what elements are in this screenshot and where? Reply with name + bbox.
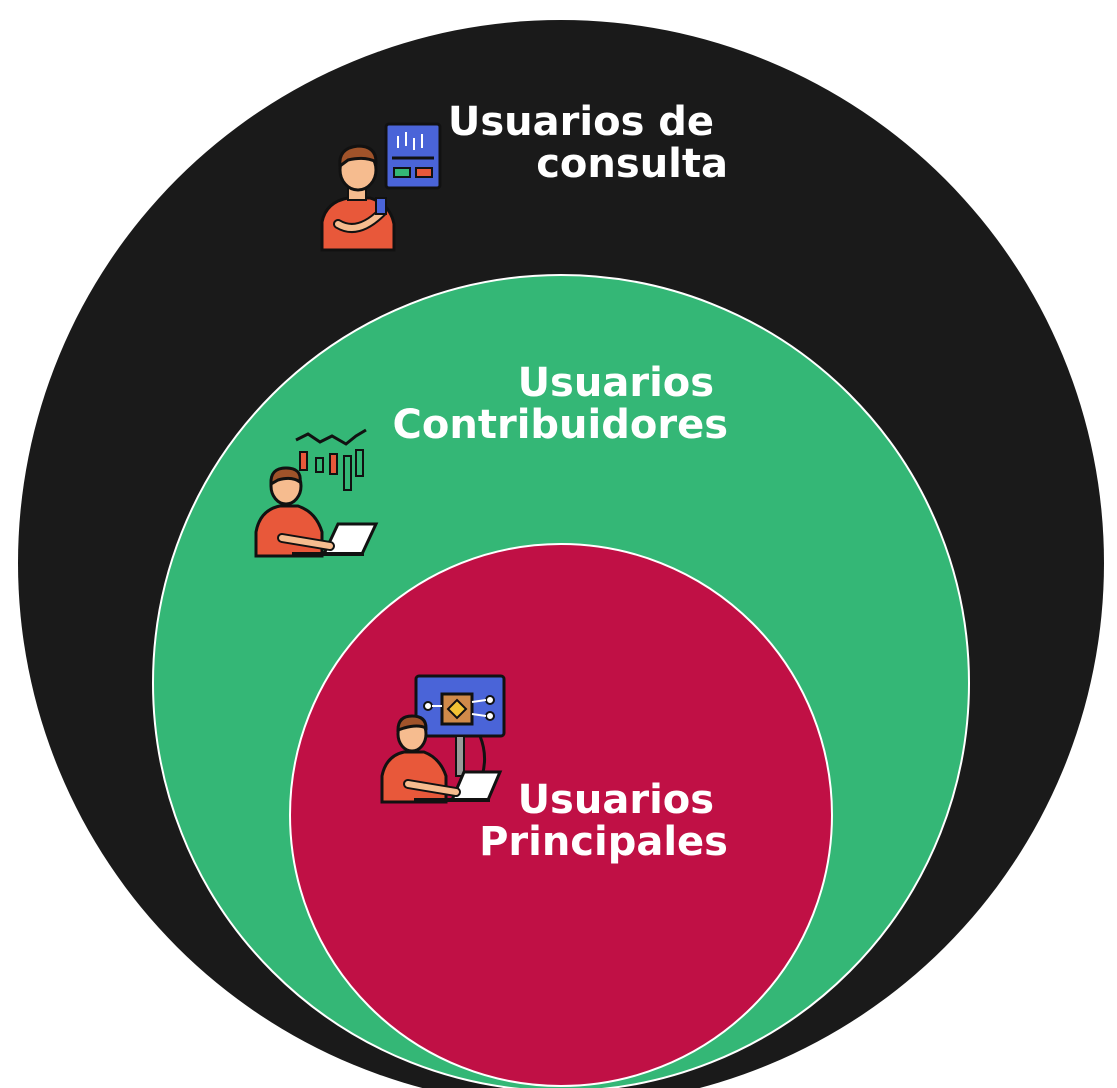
inner-label-line1: Usuarios: [518, 777, 714, 823]
outer-label-line2: consulta: [536, 141, 728, 187]
inner-label: Usuarios Principales: [479, 777, 728, 865]
middle-label-line1: Usuarios: [518, 360, 714, 406]
outer-label: Usuarios de consulta: [448, 99, 728, 187]
inner-label-line2: Principales: [479, 819, 728, 865]
outer-label-line1: Usuarios de: [448, 99, 714, 145]
middle-label: Usuarios Contribuidores: [393, 360, 728, 448]
person-dashboard-icon: [320, 122, 442, 252]
person-monitor-laptop-icon: [380, 674, 506, 804]
person-chart-laptop-icon: [254, 428, 379, 558]
middle-label-line2: Contribuidores: [393, 402, 728, 448]
